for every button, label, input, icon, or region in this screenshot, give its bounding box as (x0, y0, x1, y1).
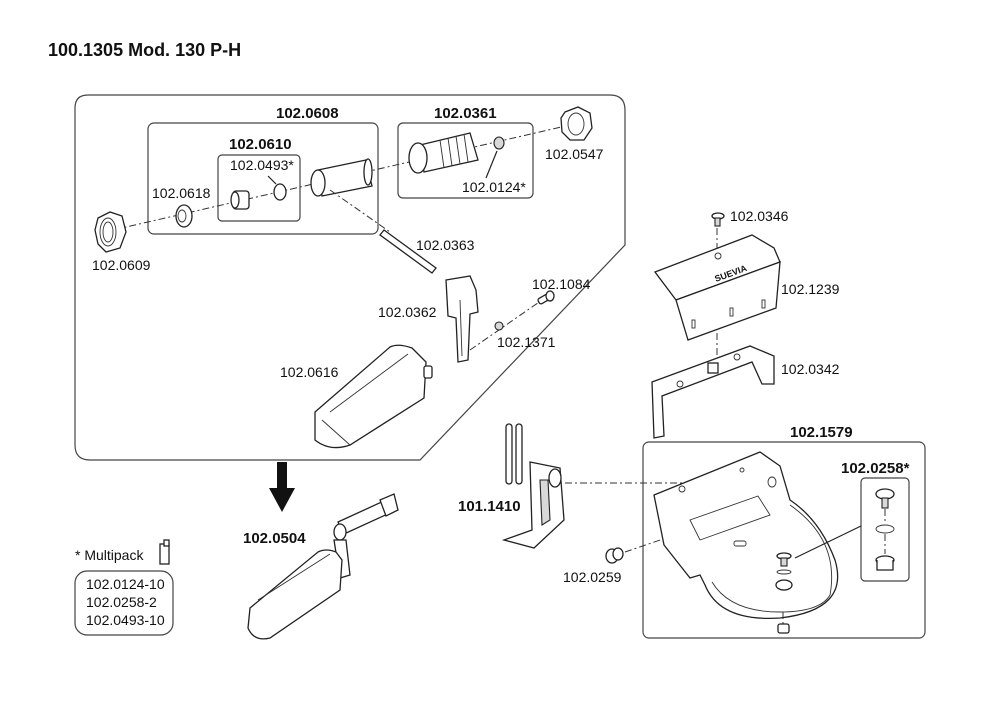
multipack-item: 102.0124-10 (86, 576, 165, 592)
filter-seal-part (493, 136, 505, 150)
complete-float-valve-part (247, 493, 399, 640)
group-label-valve-insert: 102.0610 (229, 136, 292, 153)
heater-part (501, 423, 565, 549)
multipack-item: 102.0493-10 (86, 612, 165, 628)
washer-part (175, 204, 193, 228)
part-label-bracket: 102.0342 (781, 361, 840, 377)
group-label-valve-assembly: 102.0608 (276, 105, 339, 122)
part-label-small-washer: 102.1371 (497, 334, 556, 350)
valve-assembly-frame (74, 94, 626, 461)
group-label-inlet-connector: 102.0361 (434, 105, 497, 122)
part-label-screw: 102.1084 (532, 276, 591, 292)
bowl-part (653, 451, 839, 620)
multipack-item: 102.0258-2 (86, 594, 157, 610)
inlet-connector-part (408, 132, 479, 174)
float-arm-part (445, 275, 479, 363)
bracket-part (651, 345, 775, 439)
part-label-pin: 102.0363 (416, 237, 475, 253)
part-label-nut-right: 102.0547 (545, 146, 604, 162)
valve-screw-set-box (860, 477, 910, 582)
bowl-nut-part (777, 612, 790, 634)
cover-screw-part (711, 212, 725, 227)
valve-body-part (310, 158, 373, 197)
assembly-arrow-icon (269, 462, 295, 512)
group-label-bowl: 102.1579 (790, 424, 853, 441)
valve-assembly-box (147, 122, 379, 235)
part-label-plug: 102.0259 (563, 569, 622, 585)
part-label-seal-insert: 102.0493* (230, 157, 294, 173)
part-label-float-arm: 102.0362 (378, 304, 437, 320)
group-label-valve-screw-set: 102.0258* (841, 460, 910, 477)
inlet-connector-box (397, 122, 534, 199)
nut-right-part (560, 106, 593, 141)
part-label-nut-left: 102.0609 (92, 257, 151, 273)
screw-part (537, 290, 555, 305)
diagram-title: 100.1305 Mod. 130 P-H (48, 40, 241, 60)
pin-part (379, 229, 437, 274)
pin-axis-line (329, 189, 391, 233)
plug-part (605, 547, 624, 564)
screw-axis-line (469, 297, 546, 351)
group-label-complete-float-valve: 102.0504 (243, 530, 306, 547)
valve-insert-part (230, 175, 287, 210)
part-label-cover-screw: 102.0346 (730, 208, 789, 224)
multipack-box (74, 570, 174, 636)
part-label-float: 102.0616 (280, 364, 339, 380)
multipack-icon (159, 539, 170, 565)
multipack-heading: * Multipack (75, 547, 144, 563)
filter-seal-leader (485, 150, 498, 179)
part-label-filter-seal: 102.0124* (462, 179, 526, 195)
nut-left-part (94, 211, 127, 253)
part-label-cover: 102.1239 (781, 281, 840, 297)
bowl-box (642, 441, 926, 639)
float-part (314, 344, 433, 449)
group-label-heater: 101.1410 (458, 498, 521, 515)
valve-screw-set-part (875, 488, 895, 571)
part-label-washer: 102.0618 (152, 185, 211, 201)
valve-screw-set-leader (794, 525, 862, 559)
small-washer-part (494, 321, 504, 331)
cover-part (653, 234, 781, 341)
valve-insert-box (217, 154, 301, 222)
